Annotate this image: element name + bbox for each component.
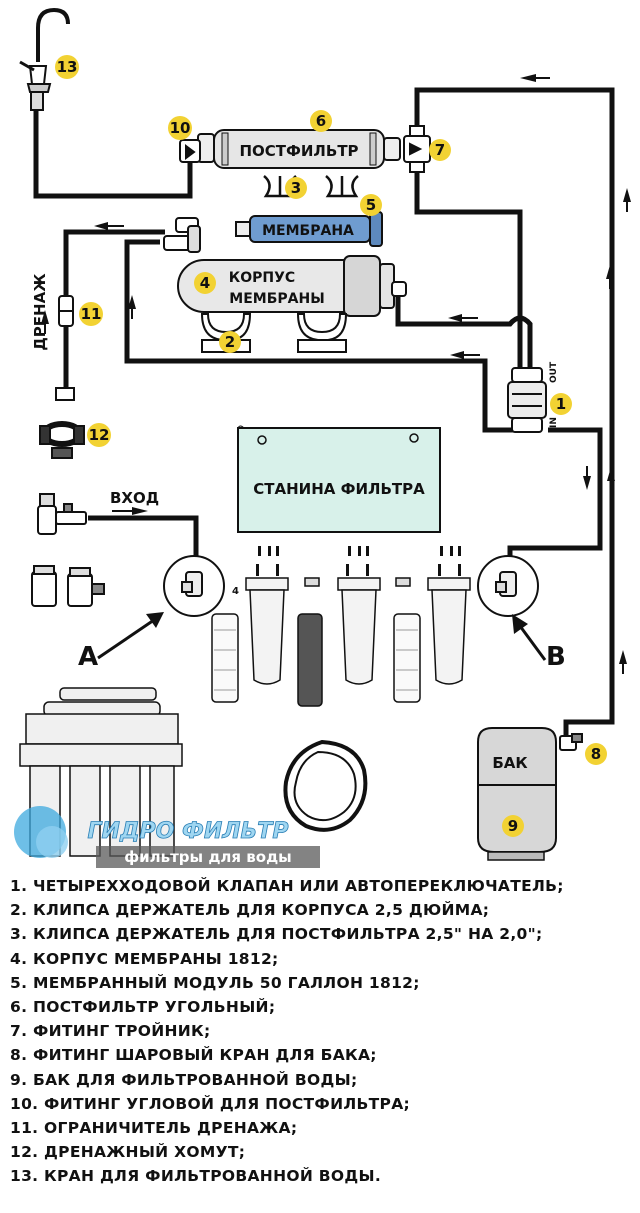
marker-b: B: [546, 642, 566, 672]
postfilter-label: ПОСТФИЛЬТР: [239, 142, 358, 160]
valve-in-label: IN: [549, 417, 559, 428]
legend-item: 11. ОГРАНИЧИТЕЛЬ ДРЕНАЖА;: [10, 1119, 298, 1138]
membrane-housing-label-line2: МЕМБРАНЫ: [229, 291, 324, 307]
brand-name: ГИДРО ФИЛЬТР: [88, 819, 289, 844]
frame-label: СТАНИНА ФИЛЬТРА: [253, 480, 425, 498]
svg-text:9: 9: [508, 817, 518, 835]
housing-wrench: [283, 739, 368, 832]
detail-circle-a: [163, 555, 225, 617]
svg-text:6: 6: [316, 112, 326, 130]
legend-item: 2. КЛИПСА ДЕРЖАТЕЛЬ ДЛЯ КОРПУСА 2,5 ДЮЙМ…: [10, 901, 490, 920]
membrane-housing-label-line1: КОРПУС: [229, 270, 295, 286]
tube-inlet: [88, 515, 199, 560]
tube-faucet: [33, 110, 193, 199]
legend-item: 1. ЧЕТЫРЕХХОДОВОЙ КЛАПАН ИЛИ АВТОПЕРЕКЛЮ…: [10, 877, 564, 895]
flow-arrows: [41, 74, 631, 674]
drain-clamp: [39, 387, 85, 459]
tank-label: БАК: [492, 754, 528, 772]
inlet-label: ВХОД: [110, 489, 159, 507]
brand-tagline: фильтры для воды: [124, 848, 292, 866]
postfilter-clips: [263, 175, 359, 198]
svg-text:8: 8: [591, 745, 601, 763]
badge-13: 13: [55, 55, 79, 79]
membrane-module: МЕМБРАНА: [235, 211, 383, 247]
postfilter-elbow-fitting: [179, 139, 201, 163]
svg-text:7: 7: [435, 141, 445, 159]
tube-drain: [63, 229, 165, 388]
svg-text:4: 4: [200, 274, 210, 292]
badge-10: 10: [168, 116, 192, 140]
tube-tee-down: [414, 172, 523, 368]
badge-3: 3: [285, 177, 307, 199]
tank-valve: [559, 733, 583, 751]
svg-text:5: 5: [366, 196, 376, 214]
small-four-label: 4: [232, 586, 239, 597]
legend-item: 5. МЕМБРАННЫЙ МОДУЛЬ 50 ГАЛЛОН 1812;: [10, 973, 420, 992]
badge-2: 2: [219, 331, 241, 353]
badge-1: 1: [550, 393, 572, 415]
legend-item: 10. ФИТИНГ УГЛОВОЙ ДЛЯ ПОСТФИЛЬТРА;: [10, 1094, 410, 1113]
spare-fittings: [31, 565, 105, 607]
legend-item: 12. ДРЕНАЖНЫЙ ХОМУТ;: [10, 1143, 246, 1162]
badge-7: 7: [429, 139, 451, 161]
tube-tank: [414, 87, 615, 738]
badge-8: 8: [585, 743, 607, 765]
number-badges: 1 2 3 4 5 6 7 8 9 10 11 12 13: [55, 55, 607, 837]
postfilter: ПОСТФИЛЬТР: [197, 129, 401, 169]
inlet-adapter: [37, 493, 87, 535]
membrane-housing: КОРПУС МЕМБРАНЫ: [163, 217, 407, 317]
membrane-label: МЕМБРАНА: [262, 223, 354, 239]
detail-circle-b: [477, 555, 539, 617]
badge-11: 11: [79, 302, 103, 326]
badge-12: 12: [87, 423, 111, 447]
prefilter-cartridges: [211, 613, 421, 707]
parts-legend: 1. ЧЕТЫРЕХХОДОВОЙ КЛАПАН ИЛИ АВТОПЕРЕКЛЮ…: [10, 874, 635, 1189]
brand-watermark: ГИДРО ФИЛЬТР фильтры для воды: [14, 806, 320, 868]
legend-item: 13. КРАН ДЛЯ ФИЛЬТРОВАННОЙ ВОДЫ.: [10, 1167, 382, 1186]
storage-tank: БАК: [477, 727, 557, 861]
tube-b: [507, 427, 603, 565]
valve-out-label: OUT: [549, 361, 559, 383]
legend-item: 4. КОРПУС МЕМБРАНЫ 1812;: [10, 949, 279, 968]
drain-restrictor: [58, 295, 74, 327]
four-way-valve: [507, 367, 547, 433]
tee-fitting: [403, 125, 431, 173]
legend-item: 8. ФИТИНГ ШАРОВЫЙ КРАН ДЛЯ БАКА;: [10, 1046, 377, 1065]
legend-item: 3. КЛИПСА ДЕРЖАТЕЛЬ ДЛЯ ПОСТФИЛЬТРА 2,5"…: [10, 925, 543, 944]
svg-text:13: 13: [57, 58, 78, 76]
svg-text:10: 10: [170, 119, 191, 137]
svg-text:1: 1: [556, 395, 566, 413]
tubing: [33, 87, 615, 738]
svg-text:2: 2: [225, 333, 235, 351]
legend-item: 9. БАК ДЛЯ ФИЛЬТРОВАННОЙ ВОДЫ;: [10, 1070, 358, 1089]
drain-label: ДРЕНАЖ: [31, 273, 49, 351]
pointer-arrows: [97, 612, 547, 661]
filter-frame: СТАНИНА ФИЛЬТРА: [237, 425, 441, 533]
svg-text:3: 3: [291, 179, 301, 197]
svg-text:11: 11: [81, 305, 102, 323]
svg-text:12: 12: [89, 426, 110, 444]
faucet: [19, 7, 70, 111]
legend-item: 7. ФИТИНГ ТРОЙНИК;: [10, 1022, 211, 1041]
badge-5: 5: [360, 194, 382, 216]
ro-filter-assembly-diagram: ПОСТФИЛЬТР МЕМБРАНА КОРПУС МЕМБРАНЫ: [14, 7, 631, 868]
marker-a: A: [78, 642, 98, 672]
badge-6: 6: [310, 110, 332, 132]
badge-9: 9: [502, 815, 524, 837]
badge-4: 4: [194, 272, 216, 294]
legend-item: 6. ПОСТФИЛЬТР УГОЛЬНЫЙ;: [10, 998, 276, 1017]
tube-housing-in: [124, 239, 515, 433]
prefilter-housings: [245, 546, 471, 685]
